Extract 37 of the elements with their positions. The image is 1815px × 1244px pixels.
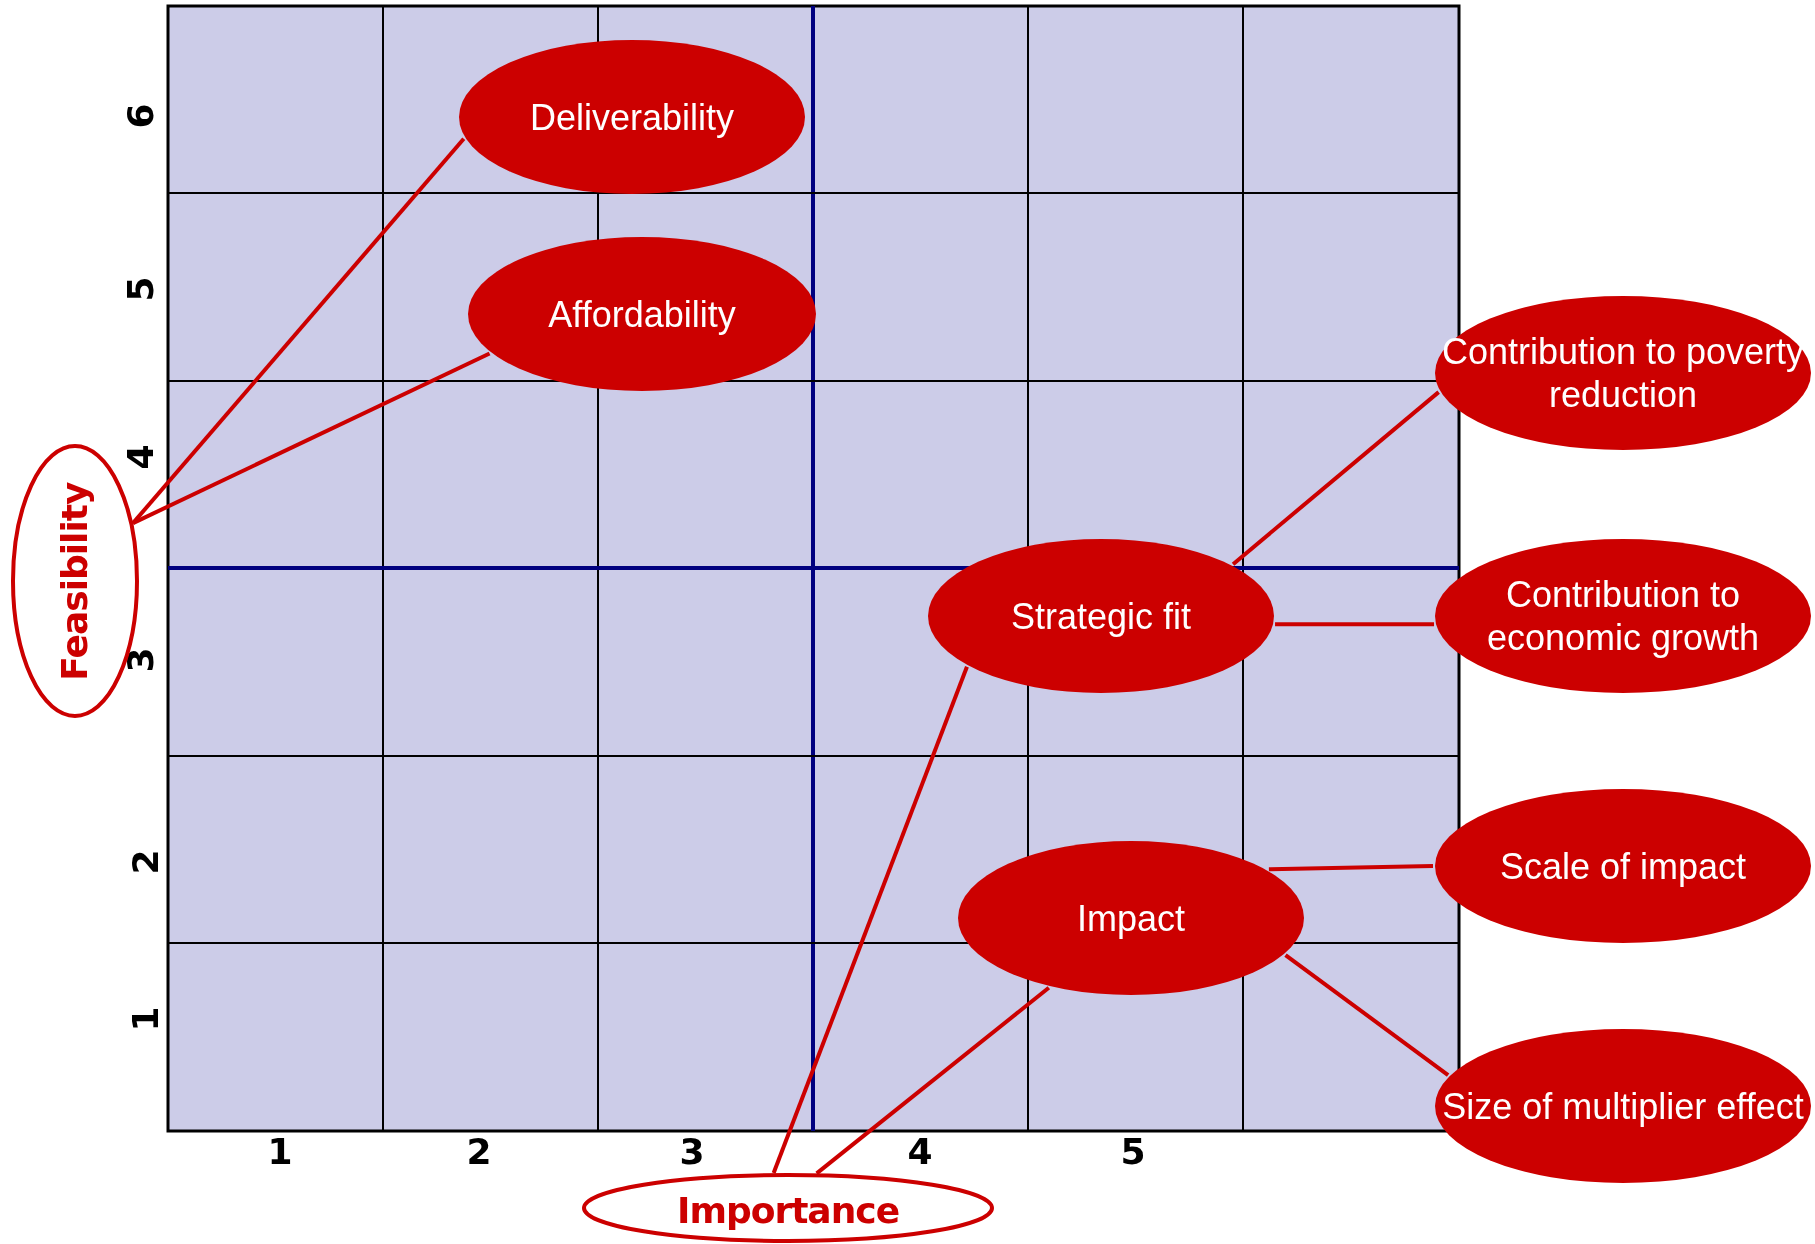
- axis-tick-label: 1: [127, 1006, 164, 1032]
- connector-line: [1231, 390, 1440, 566]
- connector-line: [1275, 622, 1435, 627]
- axis-title: Importance: [677, 1188, 900, 1232]
- factor-label: Impact: [1075, 896, 1186, 940]
- factor-label: Deliverability: [528, 95, 736, 139]
- axis-tick-label: 5: [1120, 1134, 1146, 1170]
- connector-line: [1284, 953, 1450, 1077]
- factor-label: Contribution to economic growth: [1485, 573, 1761, 660]
- connector-line: [771, 666, 969, 1174]
- connector-line: [815, 986, 1051, 1175]
- factor-ellipse: [1433, 1027, 1813, 1185]
- axis-tick-label: 1: [267, 1134, 293, 1170]
- factor-ellipse: [926, 537, 1276, 695]
- axis-title-ellipse: [582, 1173, 994, 1243]
- axis-tick-label: 6: [122, 103, 159, 129]
- factor-label: Contribution to poverty reduction: [1441, 330, 1805, 417]
- axis-tick-label: 4: [907, 1134, 933, 1170]
- axis-tick-label: 3: [122, 647, 159, 673]
- factor-ellipse: [457, 38, 807, 196]
- factor-label: Strategic fit: [1009, 594, 1193, 638]
- axis-title: Feasibility: [53, 482, 97, 681]
- factor-label: Size of multiplier effect: [1441, 1084, 1805, 1128]
- factor-label: Affordability: [547, 292, 737, 336]
- factor-ellipse: [466, 235, 818, 393]
- factor-ellipse: [956, 839, 1306, 997]
- factor-label: Scale of impact: [1498, 844, 1748, 888]
- axis-tick-label: 5: [122, 276, 159, 302]
- factor-ellipse: [1433, 294, 1813, 452]
- connector-line: [132, 351, 491, 525]
- axis-tick-label: 2: [127, 849, 164, 875]
- connector-line: [1268, 864, 1434, 872]
- axis-tick-label: 4: [122, 444, 159, 470]
- axis-tick-label: 2: [466, 1134, 492, 1170]
- factor-ellipse: [1433, 537, 1813, 695]
- axis-tick-label: 3: [679, 1134, 705, 1170]
- factor-ellipse: [1433, 787, 1813, 945]
